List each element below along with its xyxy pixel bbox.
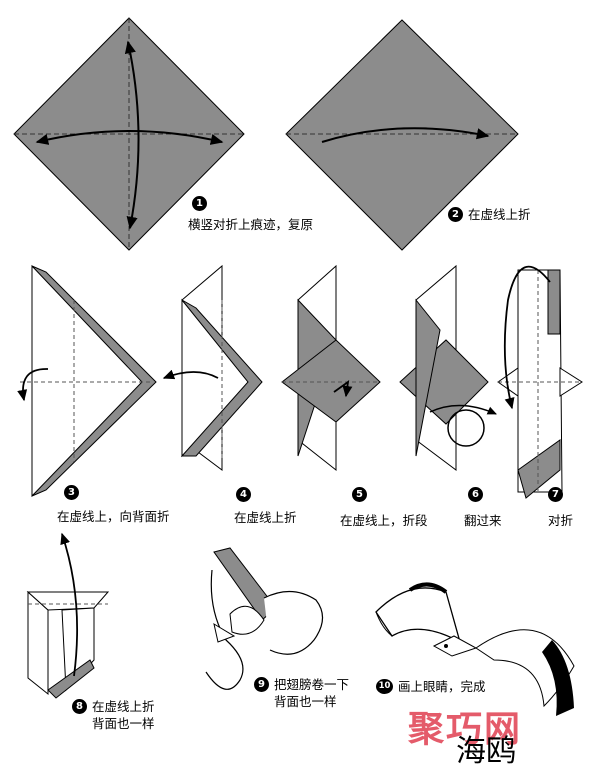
step-4-caption: 在虚线上折	[234, 510, 297, 525]
watermark-text: 聚巧网	[408, 708, 523, 750]
step-number-7: 7	[548, 487, 563, 502]
step5-figure	[281, 264, 381, 472]
step10-figure	[375, 582, 575, 716]
step-9-caption-2: 背面也一样	[274, 694, 337, 709]
step-2: 2 在虚线上折	[448, 206, 531, 223]
step6-figure	[399, 264, 497, 471]
step-number-9: 9	[254, 677, 269, 692]
step7-figure	[497, 265, 583, 499]
step-8: 8 在虚线上折 背面也一样	[72, 698, 155, 732]
step4-figure	[162, 264, 263, 471]
step-9-caption: 把翅膀卷一下	[274, 677, 350, 692]
step-number-10: 10	[376, 679, 393, 694]
step8-figure	[26, 532, 110, 699]
step-9: 9 把翅膀卷一下 背面也一样	[254, 676, 349, 710]
step-number-6: 6	[468, 487, 483, 502]
step-number-2: 2	[448, 207, 463, 222]
page-title: 海鸥	[456, 734, 516, 765]
step-number-1: 1	[192, 196, 207, 211]
step-number-5: 5	[352, 487, 367, 502]
step-6: 6	[468, 486, 483, 502]
step-5: 5	[352, 486, 367, 502]
step-7: 7	[548, 486, 563, 502]
step-10-caption: 画上眼睛，完成	[398, 679, 486, 694]
step-5-caption: 在虚线上，折段	[340, 513, 428, 528]
step-number-4: 4	[236, 487, 251, 502]
step-2-caption: 在虚线上折	[468, 207, 531, 222]
step-number-3: 3	[64, 485, 79, 500]
step1-figure	[13, 17, 245, 251]
step-8-caption: 在虚线上折	[92, 699, 155, 714]
step-8-caption-2: 背面也一样	[92, 716, 155, 731]
step-number-8: 8	[72, 699, 87, 714]
step-3: 3	[64, 484, 79, 500]
step-3-caption: 在虚线上，向背面折	[57, 509, 170, 524]
step2-figure	[285, 19, 519, 251]
step-10: 10 画上眼睛，完成	[376, 678, 486, 695]
step3-figure	[17, 264, 157, 498]
step-7-caption: 对折	[548, 513, 574, 528]
watermark-logo: 聚巧网	[408, 700, 588, 750]
step-6-caption: 翻过来	[464, 513, 502, 528]
step-1: 1	[192, 195, 207, 211]
step9-figure	[205, 547, 324, 690]
step-1-caption: 横竖对折上痕迹，复原	[188, 217, 314, 232]
step-4: 4	[236, 486, 251, 502]
